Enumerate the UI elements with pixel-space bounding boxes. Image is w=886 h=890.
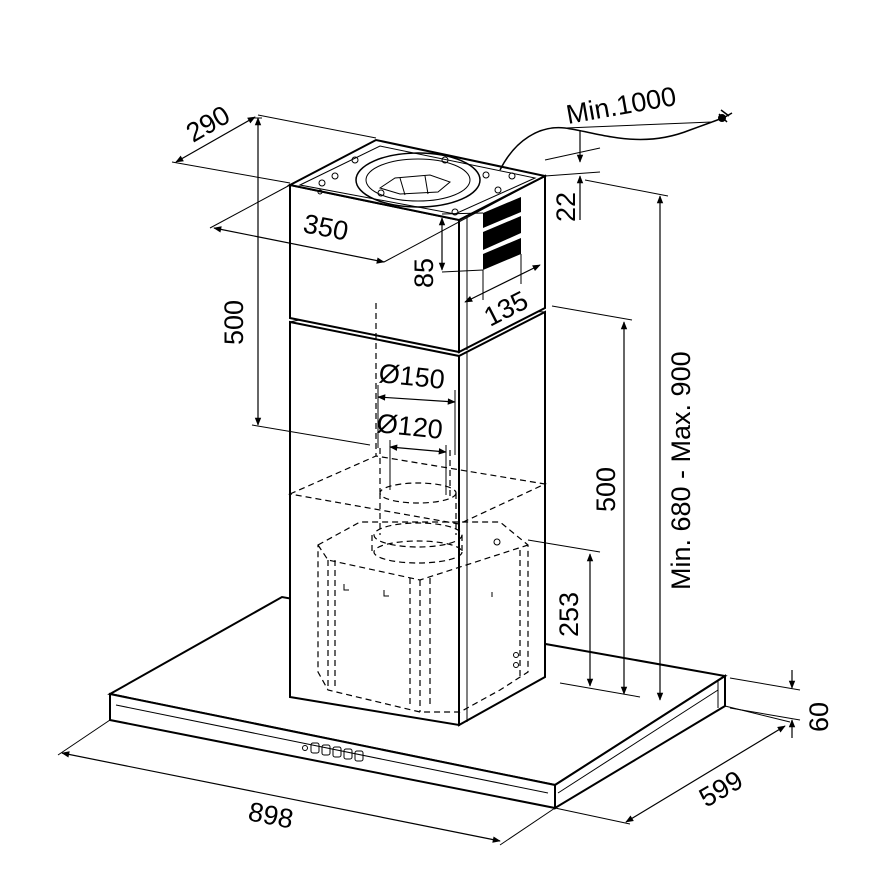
label-canopy-height: 60 bbox=[804, 702, 834, 732]
label-chimney-lower-height: 500 bbox=[591, 467, 621, 512]
mounting-holes bbox=[317, 156, 516, 216]
power-cable bbox=[499, 121, 713, 171]
label-total-height: Min. 680 - Max. 900 bbox=[666, 351, 696, 590]
label-canopy-depth: 599 bbox=[694, 765, 748, 814]
hidden-internals bbox=[287, 303, 548, 713]
label-chimney-upper-height: 500 bbox=[219, 300, 249, 345]
plug-icon bbox=[711, 109, 733, 123]
label-outlet-small: Ø120 bbox=[375, 408, 444, 445]
vent-slots bbox=[483, 197, 521, 270]
label-motor-height: 253 bbox=[554, 592, 584, 637]
label-depth-top: 290 bbox=[181, 100, 235, 149]
label-outlet-large: Ø150 bbox=[377, 358, 446, 395]
label-canopy-width: 898 bbox=[246, 796, 296, 834]
label-top-offset: 22 bbox=[551, 192, 581, 222]
dimension-labels: 290 350 500 85 135 22 Min.1000 Ø150 Ø120… bbox=[181, 81, 834, 834]
label-cable-length: Min.1000 bbox=[564, 81, 679, 130]
label-vent-height: 85 bbox=[409, 258, 439, 288]
dimension-lines bbox=[57, 114, 801, 846]
